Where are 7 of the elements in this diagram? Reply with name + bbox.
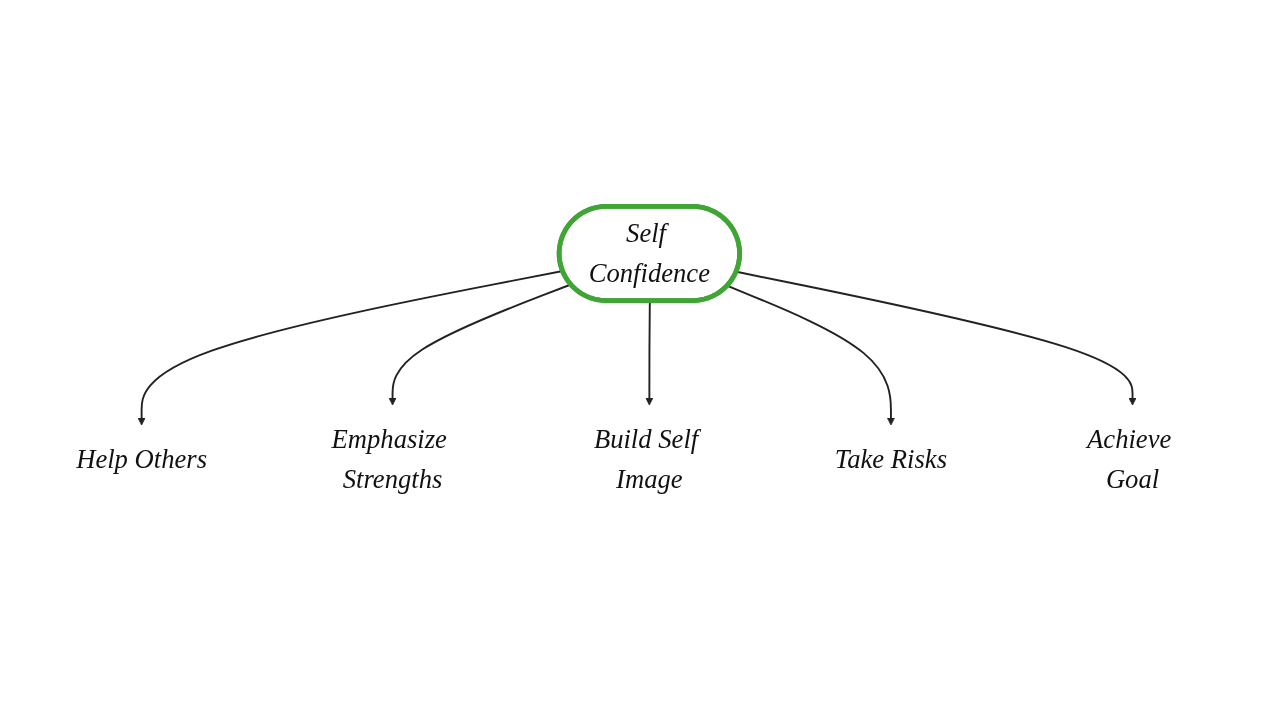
node-text: Achieve Goal [1087, 424, 1172, 494]
node-text: Help Others [76, 444, 208, 474]
node-text: Emphasize Strengths [331, 424, 447, 494]
node-text: Take Risks [834, 444, 948, 474]
node-text: Build Self Image [593, 424, 699, 494]
arrow [726, 284, 896, 426]
arrow [388, 283, 572, 406]
